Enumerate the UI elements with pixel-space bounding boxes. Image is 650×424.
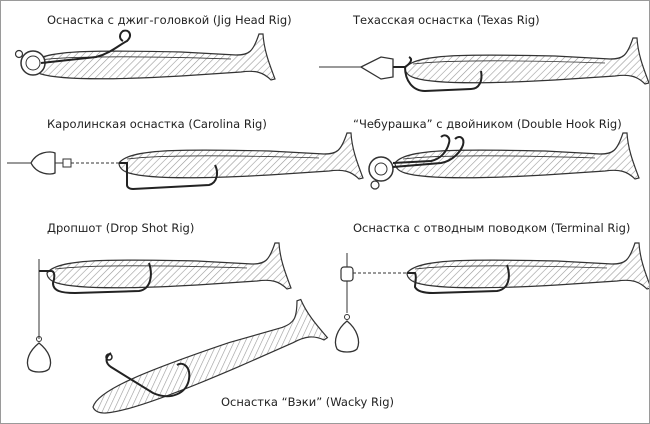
cheburashka-ring [370,180,380,190]
double-hook-a [392,134,451,164]
texas-bullet-weight [359,56,394,80]
terminal-rig [334,242,649,353]
double-hook-rig [368,132,640,190]
jig-head-hook [40,29,131,64]
wacky-bait [92,298,329,414]
texas-hook [393,56,483,93]
wacky-hook [105,352,191,398]
jig-head-bait [30,33,276,81]
texas-rig-label: Техасская оснастка (Texas Rig) [353,13,540,27]
drop-shot-hook [39,262,152,295]
terminal-weight [334,320,360,353]
jig-line-eye [14,49,24,59]
carolina-bait [118,132,364,180]
carolina-egg-weight [30,151,56,175]
drop-shot-rig-label: Дропшот (Drop Shot Rig) [47,221,195,235]
drop-shot-rig [26,242,292,373]
terminal-rig-label: Оснастка с отводным поводком (Terminal R… [353,221,631,235]
double-hook-rig-label: “Чебурашка” с двойником (Double Hook Rig… [353,117,622,131]
wacky-rig [92,298,329,414]
wacky-rig-label: Оснастка “Вэки” (Wacky Rig) [221,395,394,409]
carolina-rig-label: Каролинская оснастка (Carolina Rig) [47,117,267,131]
drop-shot-bait [46,242,292,290]
carolina-swivel [62,158,72,168]
terminal-hook [407,264,510,295]
texas-rig [319,37,649,93]
double-hook-bait [394,132,640,180]
terminal-swivel [340,266,354,282]
terminal-bait [406,242,649,290]
carolina-rig [7,132,364,191]
drop-shot-weight [26,342,52,373]
jig-head-rig-label: Оснастка с джиг-головкой (Jig Head Rig) [47,13,292,27]
carolina-hook [119,162,218,191]
cheburashka-weight [368,156,394,182]
double-hook-b [392,136,465,168]
jig-head-rig [14,29,276,81]
texas-bait [404,37,649,85]
